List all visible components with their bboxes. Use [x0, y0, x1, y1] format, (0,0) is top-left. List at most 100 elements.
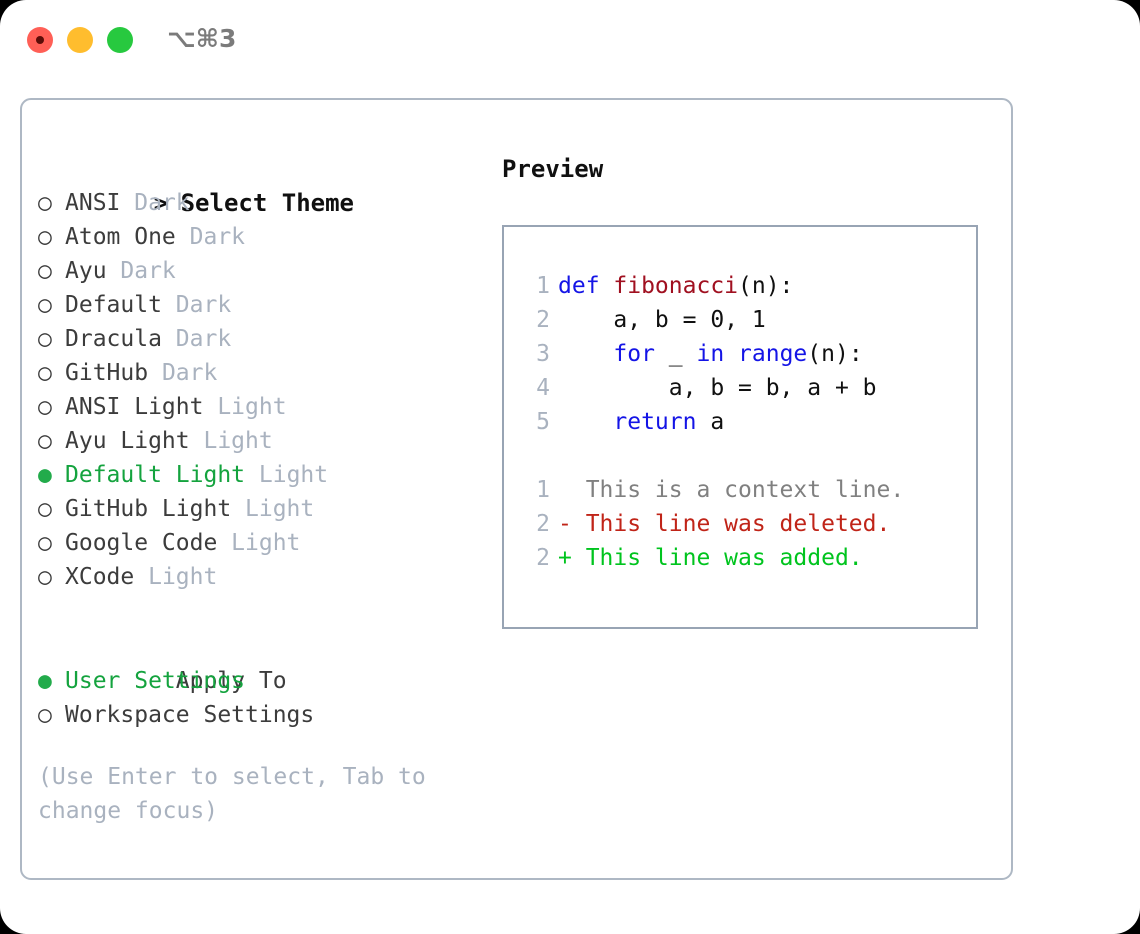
- window-titlebar: ⌥⌘3: [0, 0, 1140, 78]
- code-line: 4 a, b = b, a + b: [504, 371, 976, 405]
- code-token: (n):: [807, 341, 863, 367]
- code-token: [724, 341, 738, 367]
- diff-line: 2 - This line was deleted.: [504, 507, 976, 541]
- theme-category-label: Light: [258, 462, 329, 488]
- radio-unselected-icon[interactable]: ○: [38, 326, 52, 352]
- code-line: 2 a, b = 0, 1: [504, 303, 976, 337]
- theme-name-label: Ayu Light: [65, 428, 204, 454]
- code-line: 3 for _ in range(n):: [504, 337, 976, 371]
- theme-list-item[interactable]: ● Default Light Light: [38, 458, 478, 492]
- theme-category-label: Light: [245, 496, 315, 522]
- apply-to-options: ● User Settings ○ Workspace Settings: [38, 664, 478, 732]
- theme-list-item[interactable]: ○ Dracula Dark: [38, 322, 478, 356]
- theme-category-label: Light: [203, 428, 273, 454]
- radio-unselected-icon[interactable]: ○: [38, 292, 52, 318]
- diff-line-text: This is a context line.: [558, 477, 905, 503]
- theme-category-label: Light: [231, 530, 301, 556]
- radio-unselected-icon[interactable]: ○: [38, 530, 52, 556]
- theme-name-label: XCode: [65, 564, 149, 590]
- apply-to-option-label: Workspace Settings: [65, 702, 315, 728]
- theme-list-item[interactable]: ○ Atom One Dark: [38, 220, 478, 254]
- window-shortcut-label: ⌥⌘3: [167, 24, 237, 53]
- theme-name-label: Google Code: [65, 530, 232, 556]
- line-number: 1: [536, 477, 550, 503]
- radio-unselected-icon[interactable]: ○: [38, 702, 52, 728]
- section-spacer: [38, 594, 478, 630]
- theme-list-item[interactable]: ○Default Dark: [38, 288, 478, 322]
- theme-list-item[interactable]: ○GitHub Dark: [38, 356, 478, 390]
- select-theme-header: >Select Theme: [38, 152, 478, 217]
- code-token: [558, 409, 613, 435]
- radio-unselected-icon[interactable]: ○: [38, 360, 52, 386]
- theme-name-label: ANSI: [65, 190, 135, 216]
- line-number: 2: [536, 307, 550, 333]
- theme-list-item[interactable]: ○ Ayu Light Light: [38, 424, 478, 458]
- theme-name-label: Dracula: [65, 326, 176, 352]
- maximize-button[interactable]: [107, 27, 133, 53]
- apply-to-option[interactable]: ● User Settings: [38, 664, 478, 698]
- theme-list-item[interactable]: ○ ANSI Dark: [38, 186, 478, 220]
- code-token: fibonacci: [613, 273, 739, 299]
- theme-category-label: Dark: [175, 292, 232, 318]
- code-token: _: [654, 341, 697, 367]
- diff-line-text: - This line was deleted.: [558, 511, 891, 537]
- radio-unselected-icon[interactable]: ○: [38, 258, 52, 284]
- code-token: a: [696, 409, 725, 435]
- theme-list-item[interactable]: ○ ANSI Light Light: [38, 390, 478, 424]
- code-line: 5 return a: [504, 405, 976, 439]
- preview-title: Preview: [502, 155, 604, 183]
- code-token: for: [613, 341, 655, 367]
- theme-name-label: GitHub Light: [65, 496, 246, 522]
- theme-list-item[interactable]: ○ Google Code Light: [38, 526, 478, 560]
- apply-to-header: Apply To: [38, 630, 478, 694]
- radio-unselected-icon[interactable]: ○: [38, 564, 52, 590]
- theme-category-label: Dark: [120, 258, 176, 284]
- code-token: a, b = b, a + b: [558, 375, 877, 401]
- theme-name-label: Atom One: [65, 224, 190, 250]
- theme-list-item[interactable]: ○ Ayu Dark: [38, 254, 478, 288]
- theme-name-label: Ayu: [65, 258, 121, 284]
- theme-name-label: ANSI Light: [65, 394, 218, 420]
- theme-name-label: Default Light: [65, 462, 259, 488]
- theme-name-label: GitHub: [65, 360, 162, 386]
- line-number: 2: [536, 511, 550, 537]
- diff-line: 2+ This line was added.: [504, 541, 976, 575]
- radio-selected-icon[interactable]: ●: [38, 668, 52, 694]
- code-token: in: [696, 341, 725, 367]
- code-token: return: [613, 409, 697, 435]
- theme-picker-dialog: >Select Theme ○ ANSI Dark ○ Atom One Dark ○ A…: [20, 98, 1013, 880]
- apply-to-option[interactable]: ○ Workspace Settings: [38, 698, 478, 732]
- theme-list-item[interactable]: ○ GitHub Light Light: [38, 492, 478, 526]
- line-number: 1: [536, 273, 550, 299]
- line-number: 5: [536, 409, 550, 435]
- theme-category-label: Light: [217, 394, 287, 420]
- radio-selected-icon[interactable]: ●: [38, 462, 52, 488]
- theme-category-label: Dark: [175, 326, 232, 352]
- keyboard-hint-text: (Use Enter to select, Tab to change focu…: [38, 764, 426, 824]
- theme-category-label: Dark: [189, 224, 246, 250]
- theme-list: ○ANSI Dark○Atom One Dark○Ayu Dark○Defaul…: [38, 186, 478, 594]
- line-number: 3: [536, 341, 550, 367]
- code-token: (n):: [738, 273, 794, 299]
- radio-unselected-icon[interactable]: ○: [38, 496, 52, 522]
- close-button[interactable]: [27, 27, 53, 53]
- radio-unselected-icon[interactable]: ○: [38, 224, 52, 250]
- apply-to-option-label: User Settings: [65, 668, 246, 694]
- code-diff-spacer: [504, 439, 976, 473]
- radio-unselected-icon[interactable]: ○: [38, 190, 52, 216]
- diff-line-text: + This line was added.: [558, 545, 863, 571]
- code-token: [558, 341, 613, 367]
- radio-unselected-icon[interactable]: ○: [38, 428, 52, 454]
- select-theme-title: Select Theme: [180, 189, 354, 217]
- diff-line: 1 This is a context line.: [504, 473, 976, 507]
- minimize-button[interactable]: [67, 27, 93, 53]
- radio-unselected-icon[interactable]: ○: [38, 394, 52, 420]
- theme-category-label: Dark: [134, 190, 190, 216]
- theme-category-label: Light: [148, 564, 218, 590]
- theme-list-item[interactable]: ○ XCode Light: [38, 560, 478, 594]
